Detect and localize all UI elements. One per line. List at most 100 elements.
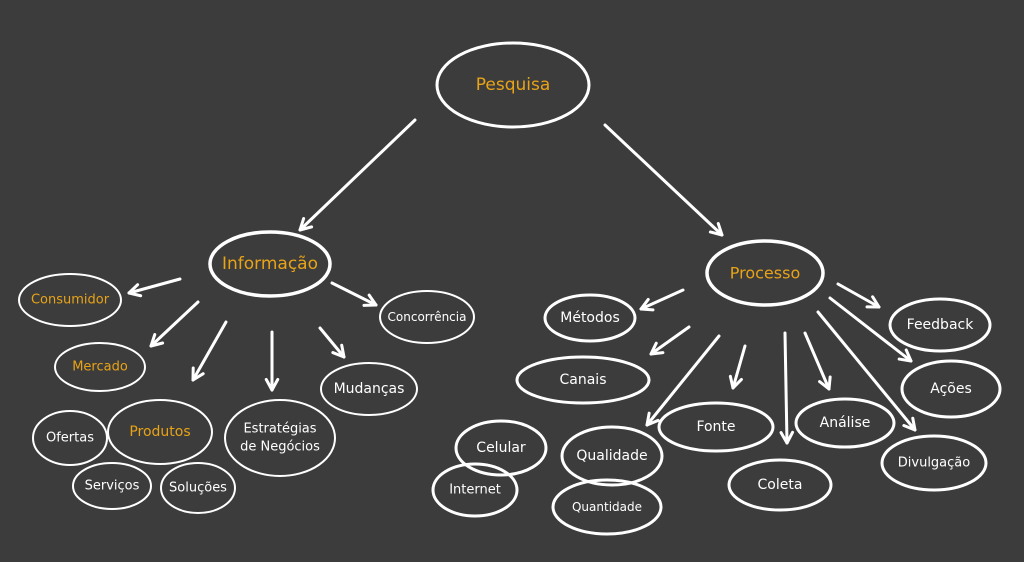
edges-layer (127, 118, 917, 445)
node-ellipse (54, 342, 146, 392)
node-ellipse (72, 462, 152, 510)
node-concorrencia: Concorrência (379, 290, 475, 344)
node-canais: Canais (515, 355, 651, 405)
node-ellipse (705, 239, 825, 307)
node-qualidade: Qualidade (560, 425, 664, 487)
node-ellipse (727, 458, 833, 512)
node-ellipse (208, 230, 332, 298)
node-analise: Análise (794, 397, 896, 449)
arrow-shaft (803, 331, 831, 391)
arrow-processo-to-qualidade (645, 334, 721, 427)
arrow-shaft (191, 320, 228, 382)
node-quantidade: Quantidade (551, 478, 663, 536)
node-ellipse (543, 293, 637, 343)
arrow-head (127, 283, 143, 298)
arrow-shaft (828, 296, 913, 363)
node-mudancas: Mudanças (320, 362, 418, 416)
node-ellipse (107, 399, 213, 465)
node-ellipse (551, 478, 663, 536)
node-fonte: Fonte (657, 401, 775, 453)
arrow-shaft (645, 334, 721, 427)
node-ellipse (560, 425, 664, 487)
node-ellipse (515, 355, 651, 405)
node-ellipse (657, 401, 775, 453)
node-ellipse (379, 290, 475, 344)
node-ellipse (32, 410, 108, 466)
node-ellipse (431, 462, 519, 518)
arrow-shaft (649, 325, 691, 356)
node-ellipse (160, 462, 236, 514)
arrow-head (149, 333, 165, 348)
node-ofertas: Ofertas (32, 410, 108, 466)
arrow-head (902, 416, 917, 432)
arrow-head (645, 411, 660, 427)
arrow-head (708, 222, 724, 237)
node-ellipse (454, 419, 548, 477)
arrow-head (649, 341, 665, 356)
arrow-informacao-to-estrategias (264, 330, 280, 392)
node-label: de Negócios (240, 439, 320, 454)
arrow-processo-to-canais (649, 325, 691, 356)
node-label: Feedback (907, 317, 975, 333)
node-label: Coleta (758, 477, 803, 493)
node-celular: Celular (454, 419, 548, 477)
arrow-head (639, 297, 655, 312)
arrow-processo-to-acoes (828, 296, 913, 363)
node-metodos: Métodos (543, 293, 637, 343)
node-label: Mercado (72, 360, 128, 375)
arrow-head (331, 343, 346, 359)
arrow-informacao-to-mercado (149, 300, 200, 348)
arrow-shaft (298, 118, 417, 232)
arrow-head (779, 430, 795, 445)
node-label: Análise (820, 415, 871, 431)
node-informacao: Informação (208, 230, 332, 298)
node-servicos: Serviços (72, 462, 152, 510)
arrow-pesquisa-to-informacao (298, 118, 417, 232)
arrow-processo-to-feedback (836, 282, 881, 309)
node-processo: Processo (705, 239, 825, 307)
node-ellipse (880, 434, 988, 492)
node-label: Quantidade (572, 500, 642, 514)
node-label: Ofertas (46, 431, 94, 446)
node-pesquisa: Pesquisa (435, 41, 591, 129)
node-consumidor: Consumidor (18, 273, 122, 327)
node-produtos: Produtos (107, 399, 213, 465)
node-label: Consumidor (31, 293, 110, 308)
arrow-head (264, 377, 280, 392)
arrow-informacao-to-concorrencia (330, 281, 378, 307)
node-mercado: Mercado (54, 342, 146, 392)
node-label: Pesquisa (476, 75, 551, 95)
node-label: Divulgação (898, 456, 970, 471)
arrow-shaft (318, 326, 346, 359)
arrow-shaft (816, 310, 917, 432)
node-label: Canais (560, 372, 607, 388)
arrow-processo-to-divulgacao (816, 310, 917, 432)
node-feedback: Feedback (888, 297, 992, 353)
node-ellipse (18, 273, 122, 327)
node-label: Processo (730, 264, 800, 283)
arrow-head (191, 366, 205, 382)
node-label: Estratégias (243, 422, 316, 437)
arrow-shaft (149, 300, 200, 348)
arrow-shaft (783, 331, 789, 445)
arrow-informacao-to-mudancas (318, 326, 346, 359)
node-label: Qualidade (576, 448, 647, 464)
arrow-head (298, 217, 314, 232)
arrow-head (865, 295, 881, 309)
arrow-informacao-to-consumidor (127, 277, 182, 298)
node-label: Celular (476, 440, 526, 456)
arrow-shaft (639, 288, 685, 311)
node-estrategias: Estratégias de Negócios (224, 399, 336, 477)
node-ellipse (224, 399, 336, 477)
node-acoes: Ações (900, 359, 1002, 419)
node-ellipse (888, 297, 992, 353)
node-coleta: Coleta (727, 458, 833, 512)
arrow-shaft (731, 344, 747, 390)
arrow-head (362, 293, 378, 307)
node-label: Mudanças (334, 381, 405, 397)
node-label: Ações (930, 381, 972, 397)
node-divulgacao: Divulgação (880, 434, 988, 492)
node-label: Métodos (560, 310, 620, 326)
node-label: Serviços (85, 479, 140, 494)
